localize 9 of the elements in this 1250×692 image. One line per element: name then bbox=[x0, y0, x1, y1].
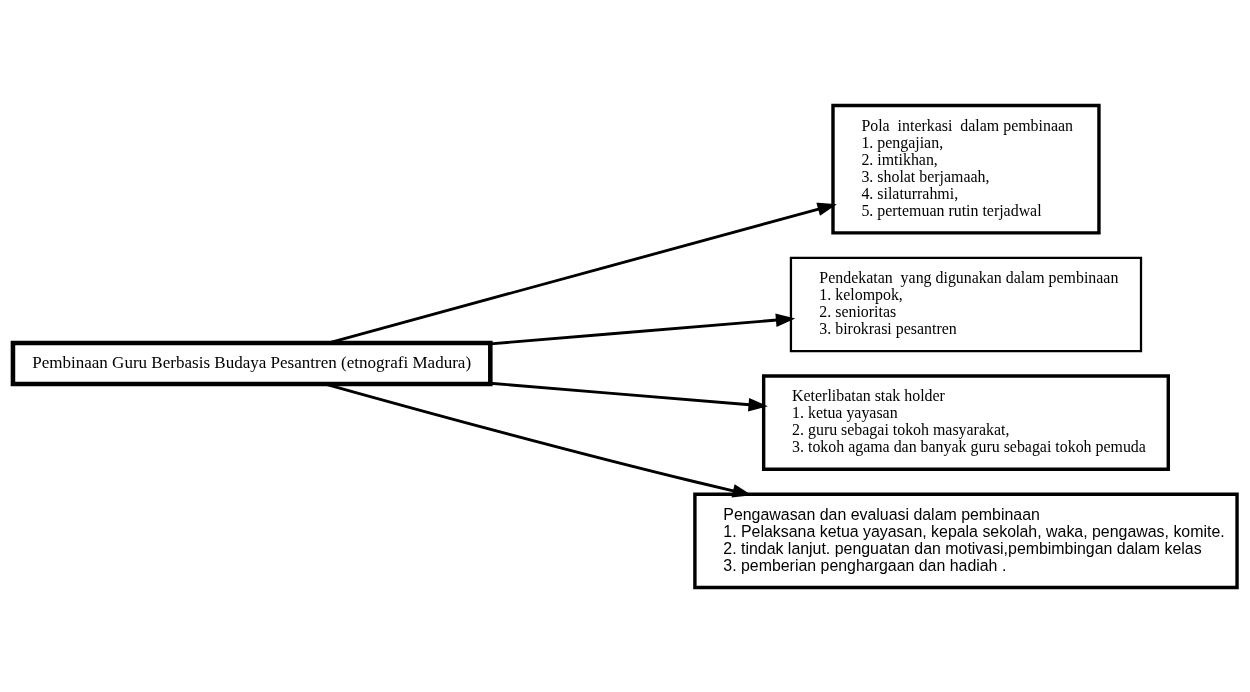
node-box: Keterlibatan stak holder 1. ketua yayasan 2. guru sebagai tokoh masyarakat, 3. tokoh agama dan banyak guru sebagai tokoh pemuda bbox=[761, 373, 1170, 471]
arrow bbox=[327, 202, 837, 344]
node-box: Pola interkasi dalam pembinaan 1. pengajian, 2. imtikhan, 3. sholat berjamaah, 4. silaturrahmi, 5. pertemuan rutin terjadwal bbox=[831, 103, 1101, 235]
arrow bbox=[490, 381, 768, 411]
node-box: Pendekatan yang digunakan dalam pembinaan 1. kelompok, 2. senioritas 3. birokrasi pesantren bbox=[789, 256, 1143, 352]
node-box: Pembinaan Guru Berbasis Budaya Pesantren (etnografi Madura) bbox=[10, 340, 493, 386]
arrow bbox=[324, 382, 752, 497]
node-box: Pengawasan dan evaluasi dalam pembinaan 1. Pelaksana ketua yayasan, kepala sekolah, waka, pengawas, komite. 2. tindak lanjut. penguatan dan motivasi,pembimbingan dalam kelas 3. pemberian penghargaan dan hadiah . bbox=[693, 492, 1239, 589]
arrow bbox=[490, 312, 796, 345]
